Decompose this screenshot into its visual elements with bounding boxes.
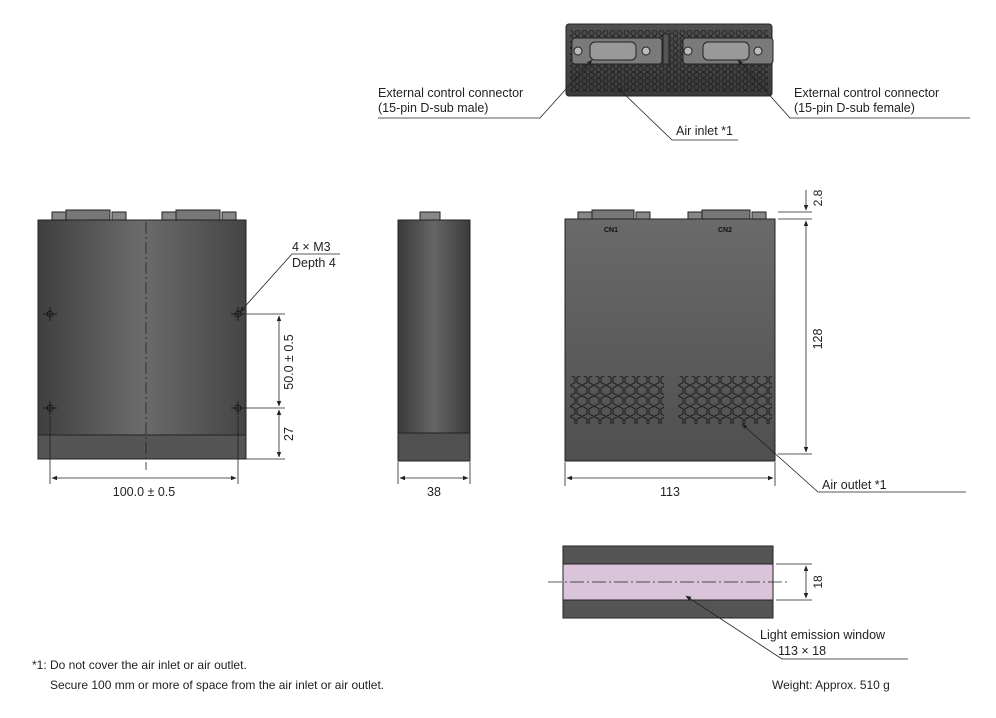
label-light-window-line1: Light emission window: [760, 628, 886, 642]
dim-side-width: 38: [427, 485, 441, 499]
label-air-inlet: Air inlet *1: [676, 124, 733, 138]
front-dimensions: [49, 253, 340, 484]
label-ext-male-line1: External control connector: [378, 86, 524, 100]
label-ext-female-line2: (15-pin D-sub female): [794, 101, 915, 115]
cn1-label: CN1: [604, 227, 618, 234]
dim-height: 128: [811, 329, 825, 350]
bottom-view: [548, 545, 790, 619]
cn2-label: CN2: [718, 227, 732, 234]
rear-dimensions: [564, 190, 966, 493]
weight-label: Weight: Approx. 510 g: [772, 678, 890, 692]
bottom-dimensions: [685, 563, 908, 660]
dim-window-height: 18: [811, 575, 825, 589]
side-view: [397, 211, 471, 462]
footnote-line2: Secure 100 mm or more of space from the …: [50, 678, 385, 692]
label-mount-thread: 4 × M3: [292, 240, 331, 254]
dim-hole-offset: 27: [282, 427, 296, 441]
dim-front-width: 100.0 ± 0.5: [113, 485, 176, 499]
connector-panel-view: [565, 23, 774, 97]
label-air-outlet: Air outlet *1: [822, 478, 887, 492]
label-mount-depth: Depth 4: [292, 256, 336, 270]
label-light-window-line2: 113 × 18: [778, 644, 827, 658]
leader-lines-top: [378, 59, 970, 141]
front-view: [37, 209, 247, 470]
label-ext-male-line2: (15-pin D-sub male): [378, 101, 489, 115]
side-dimensions: [397, 462, 471, 484]
dim-hole-pitch: 50.0 ± 0.5: [282, 334, 296, 390]
dim-top-offset: 2.8: [811, 189, 825, 206]
label-ext-female-line1: External control connector: [794, 86, 940, 100]
rear-view: CN1 CN2: [564, 209, 776, 462]
dim-rear-width: 113: [660, 485, 680, 499]
footnote-line1: *1: Do not cover the air inlet or air ou…: [32, 658, 247, 672]
